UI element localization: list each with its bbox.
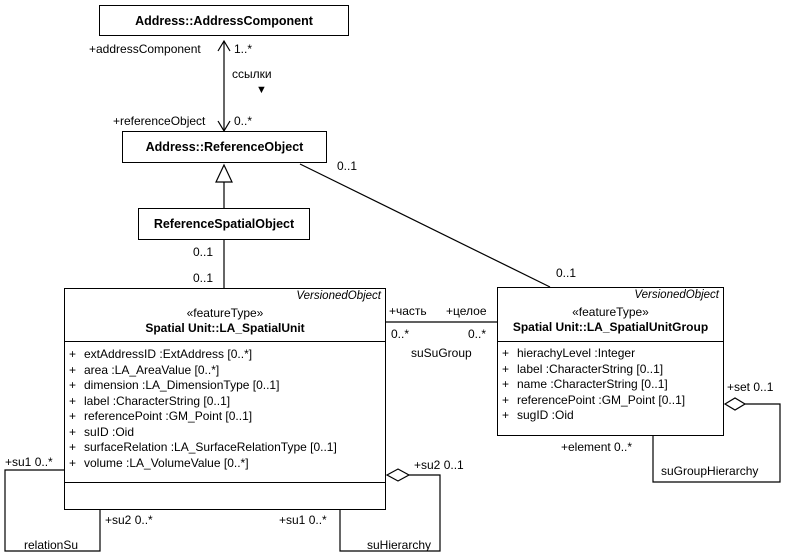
class-name: ReferenceSpatialObject <box>153 217 295 231</box>
visibility-marker: + <box>502 392 510 407</box>
class-reference-object[interactable]: Address::ReferenceObject <box>122 131 327 163</box>
association-name-label: suGroupHierarchy <box>661 464 759 478</box>
relation-su-line <box>4 469 101 552</box>
attribute-row: + sugID :Oid <box>498 408 723 424</box>
attribute-list: + extAddressID :ExtAddress [0..*] + area :L… <box>65 347 385 471</box>
role-label: +element 0..* <box>561 440 633 454</box>
attribute-text: extAddressID :ExtAddress [0..*] <box>84 347 253 361</box>
visibility-marker: + <box>69 393 77 408</box>
separator <box>498 341 723 342</box>
role-label: +addressComponent <box>89 42 201 56</box>
role-label: +часть <box>389 304 427 318</box>
association-name-label: suSuGroup <box>411 346 472 360</box>
attribute-row: + label :CharacterString [0..1] <box>65 394 385 410</box>
role-label: +su1 0..* <box>279 513 327 527</box>
stereotype: «featureType» <box>186 306 264 320</box>
ro-group-line <box>299 163 551 288</box>
attribute-text: surfaceRelation :LA_SurfaceRelationType … <box>84 440 337 454</box>
visibility-marker: + <box>69 362 77 377</box>
attribute-row: + surfaceRelation :LA_SurfaceRelationType… <box>65 440 385 456</box>
multiplicity-label: 0..* <box>391 327 410 341</box>
visibility-marker: + <box>502 377 510 391</box>
group-hierarchy-line <box>652 403 781 483</box>
multiplicity-label: 0..1 <box>193 245 214 259</box>
visibility-marker: + <box>69 424 77 439</box>
class-name: Spatial Unit::LA_SpatialUnit <box>145 321 305 335</box>
class-address-component[interactable]: Address::AddressComponent <box>99 5 349 36</box>
attribute-text: sugID :Oid <box>517 408 574 422</box>
visibility-marker: + <box>69 409 77 423</box>
attribute-text: label :CharacterString [0..1] <box>84 393 231 408</box>
visibility-marker: + <box>502 346 510 360</box>
association-name-label: relationSu <box>24 538 79 552</box>
role-label: +su2 0..* <box>105 513 153 527</box>
attribute-text: label :CharacterString [0..1] <box>517 361 664 376</box>
stereotype: «featureType» <box>572 305 649 319</box>
attribute-text: volume :LA_VolumeValue [0..*] <box>84 455 249 470</box>
visibility-marker: + <box>69 440 77 454</box>
attribute-text: area :LA_AreaValue [0..*] <box>84 362 220 377</box>
attribute-row: + referencePoint :GM_Point [0..1] <box>65 409 385 425</box>
class-name: Address::AddressComponent <box>135 13 313 28</box>
attribute-row: + label :CharacterString [0..1] <box>498 362 723 378</box>
multiplicity-label: 0..1 <box>337 159 358 173</box>
attribute-row: + referencePoint :GM_Point [0..1] <box>498 393 723 409</box>
multiplicity-label: 0..* <box>468 327 487 341</box>
attribute-row: + area :LA_AreaValue [0..*] <box>65 363 385 379</box>
association-name-label: suHierarchy <box>367 538 432 552</box>
attribute-text: hierachyLevel :Integer <box>517 346 636 360</box>
multiplicity-label: 0..1 <box>193 271 214 285</box>
role-label: +set 0..1 <box>727 380 774 394</box>
role-label: +целое <box>446 304 487 318</box>
visibility-marker: + <box>69 378 77 392</box>
role-label: +su1 0..* <box>5 455 53 469</box>
direction-triangle-icon: ▼ <box>256 84 267 96</box>
aggregation-diamond-icon <box>723 397 747 411</box>
class-spatial-unit[interactable]: VersionedObject «featureType» Spatial Un… <box>64 288 386 510</box>
corner-stereotype: VersionedObject <box>634 289 719 301</box>
multiplicity-label: 0..1 <box>556 266 577 280</box>
attribute-row: + extAddressID :ExtAddress [0..*] <box>65 347 385 363</box>
attribute-row: + name :CharacterString [0..1] <box>498 377 723 393</box>
class-reference-spatial-object[interactable]: ReferenceSpatialObject <box>138 208 310 240</box>
role-label: +referenceObject <box>113 114 206 128</box>
attribute-row: + volume :LA_VolumeValue [0..*] <box>65 456 385 472</box>
attribute-text: suID :Oid <box>84 424 135 439</box>
visibility-marker: + <box>69 347 77 361</box>
su-hierarchy-line <box>339 474 441 552</box>
attribute-text: referencePoint :GM_Point [0..1] <box>84 409 253 423</box>
attribute-text: dimension :LA_DimensionType [0..1] <box>84 378 280 392</box>
corner-stereotype: VersionedObject <box>296 290 381 302</box>
attribute-row: + suID :Oid <box>65 425 385 441</box>
separator <box>65 482 385 483</box>
multiplicity-label: 0..* <box>234 114 253 128</box>
separator <box>65 341 385 342</box>
multiplicity-label: 1..* <box>234 42 253 56</box>
arrow-up-icon <box>217 39 231 52</box>
class-name: Address::ReferenceObject <box>145 140 304 154</box>
attribute-text: name :CharacterString [0..1] <box>517 377 668 391</box>
aggregation-diamond-icon <box>385 468 411 482</box>
attribute-list: + hierachyLevel :Integer + label :Character… <box>498 346 723 424</box>
attribute-row: + dimension :LA_DimensionType [0..1] <box>65 378 385 394</box>
class-spatial-unit-group[interactable]: VersionedObject «featureType» Spatial Un… <box>497 287 724 436</box>
attribute-row: + hierachyLevel :Integer <box>498 346 723 362</box>
visibility-marker: + <box>69 455 77 470</box>
generalization-triangle-icon <box>215 163 233 183</box>
association-name-label: ссылки <box>232 67 272 81</box>
visibility-marker: + <box>502 408 510 422</box>
visibility-marker: + <box>502 361 510 376</box>
role-label: +su2 0..1 <box>414 458 464 472</box>
attribute-text: referencePoint :GM_Point [0..1] <box>517 392 686 407</box>
class-name: Spatial Unit::LA_SpatialUnitGroup <box>512 320 709 334</box>
